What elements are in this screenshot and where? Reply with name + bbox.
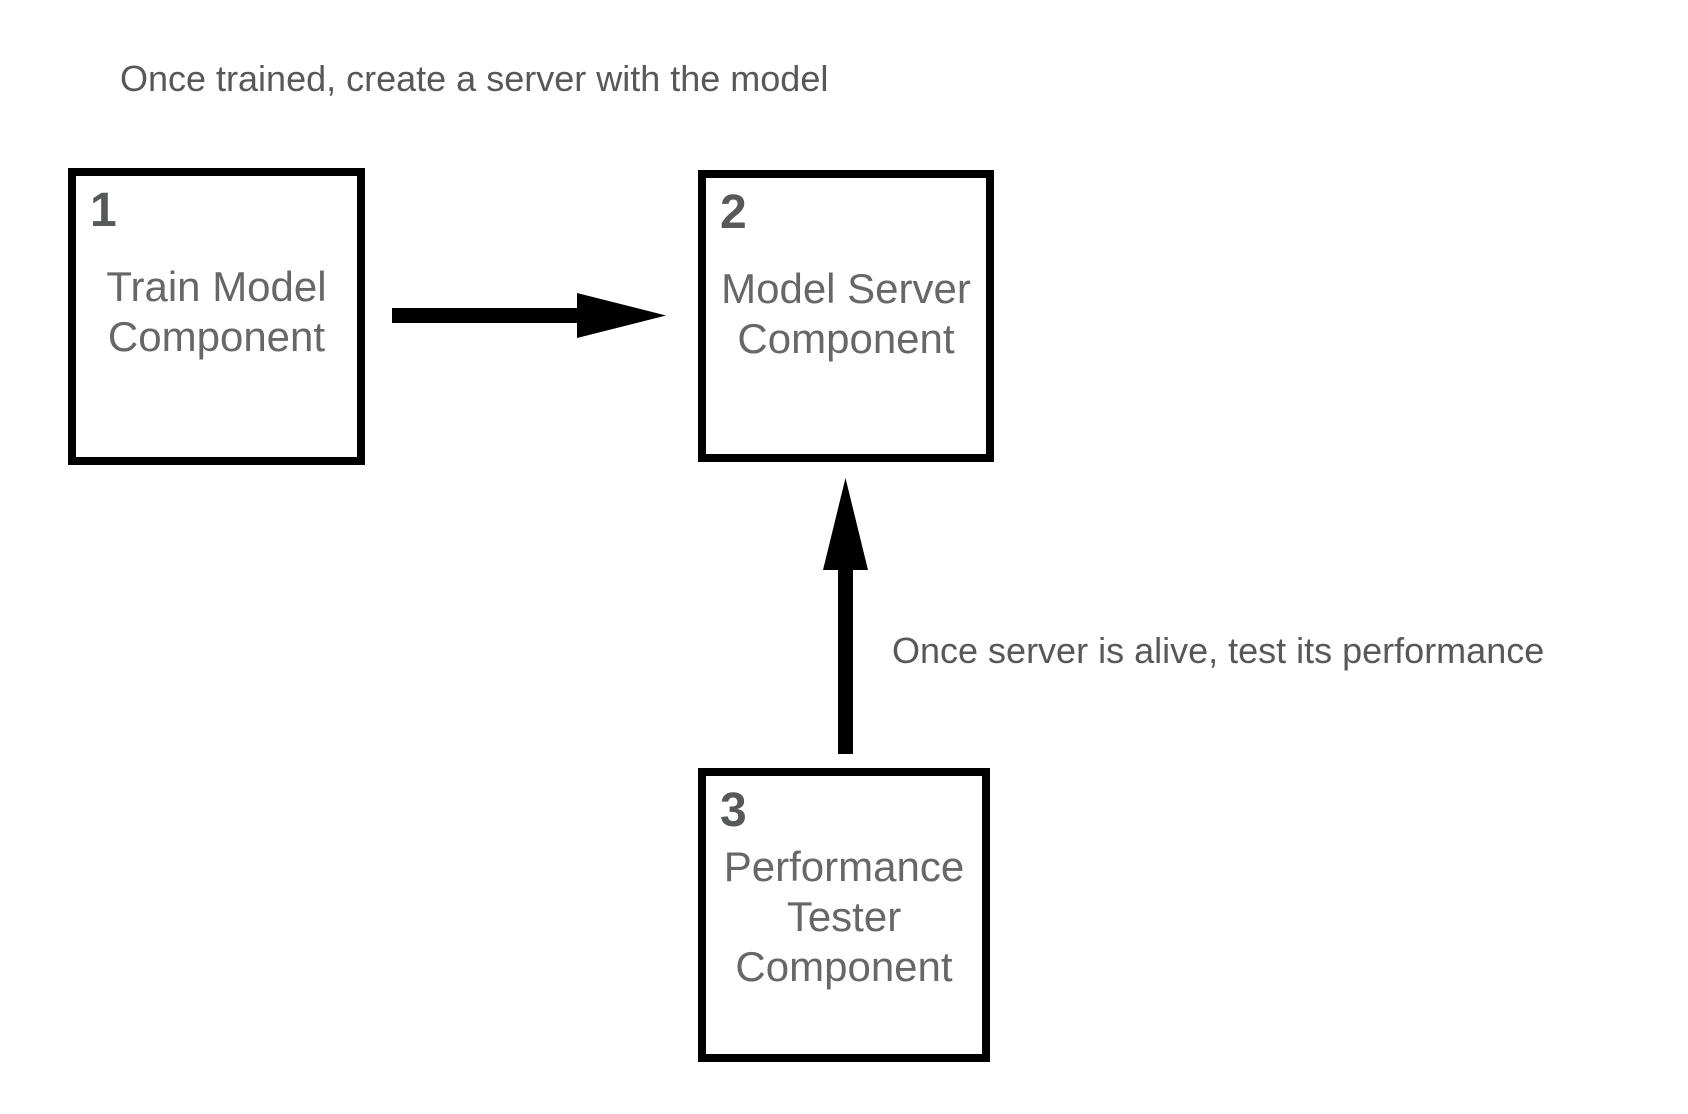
annotation-once-trained: Once trained, create a server with the m…	[120, 58, 829, 99]
box-label-line: Component	[735, 943, 953, 991]
box-label-line: Component	[107, 313, 326, 361]
box-label-line: Train Model	[106, 263, 327, 311]
box-label-line: Tester	[786, 893, 902, 941]
box-label-line: Model Server	[721, 265, 971, 313]
box-number: 1	[90, 184, 117, 237]
box-label-line: Performance	[723, 843, 965, 891]
box-number: 2	[720, 186, 747, 239]
model-server-component-box: 2 Model Server Component	[698, 170, 994, 462]
train-model-component-box: 1 Train Model Component	[68, 168, 365, 465]
annotation-once-server-alive: Once server is alive, test its performan…	[892, 630, 1545, 671]
box-label: Performance Tester Component	[718, 842, 970, 992]
box-label: Train Model Component	[88, 262, 345, 362]
train-to-server-arrow-icon	[392, 293, 666, 338]
performance-tester-component-box: 3 Performance Tester Component	[698, 768, 990, 1062]
box-label-line: Component	[737, 315, 955, 363]
box-number: 3	[720, 784, 747, 837]
tester-to-server-arrow-icon	[823, 478, 868, 754]
box-label: Model Server Component	[718, 264, 974, 364]
